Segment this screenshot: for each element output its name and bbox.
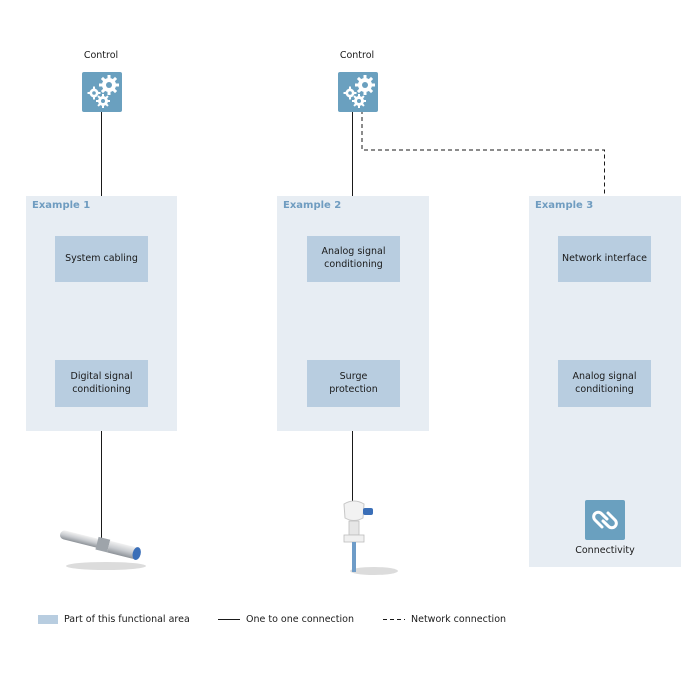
gears-icon: [343, 75, 375, 108]
legend-dashed-swatch: [383, 619, 405, 620]
legend-dashed-label: Network connection: [411, 614, 507, 625]
panel-title-3: Example 3: [535, 200, 594, 211]
panel-title-2: Example 2: [283, 200, 342, 211]
gears-icon: [87, 75, 119, 108]
legend-area-label: Part of this functional area: [64, 614, 190, 625]
node-surge-protection: Surge protection: [307, 360, 400, 407]
control-node-1: [82, 72, 122, 112]
node-analog-signal-conditioning-3: Analog signal conditioning: [558, 360, 651, 407]
panel-title-1: Example 1: [32, 200, 91, 211]
control-node-2: [338, 72, 378, 112]
connectivity-link-icon: [592, 510, 618, 530]
connectivity-label: Connectivity: [575, 545, 635, 556]
legend-area-swatch: [38, 615, 58, 624]
connectivity-node: [585, 500, 625, 540]
temperature-sensor-icon: [343, 500, 398, 575]
node-analog-signal-conditioning: Analog signal conditioning: [307, 236, 400, 282]
proximity-sensor-icon: [60, 530, 146, 570]
node-digital-signal-conditioning: Digital signal conditioning: [55, 360, 148, 407]
node-system-cabling: System cabling: [55, 236, 148, 282]
network-connection-line: [361, 110, 605, 236]
legend-solid-swatch: [218, 619, 240, 620]
control-label-1: Control: [83, 50, 119, 61]
legend-solid-label: One to one connection: [246, 614, 354, 625]
node-network-interface: Network interface: [558, 236, 651, 282]
control-label-2: Control: [339, 50, 375, 61]
